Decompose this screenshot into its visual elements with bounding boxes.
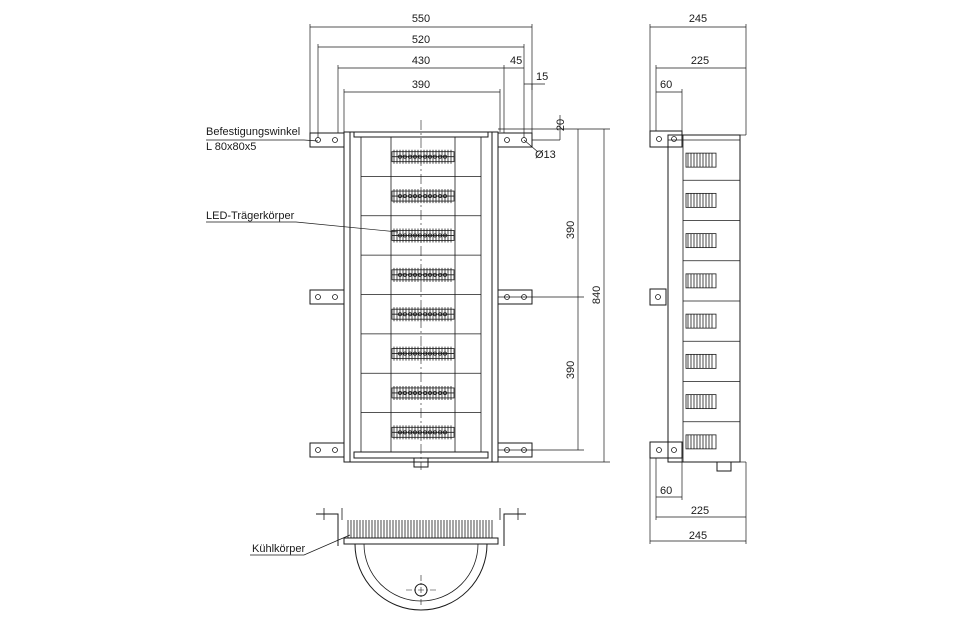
bottom-view-tab-right [503, 513, 526, 546]
led-carrier-row [391, 267, 455, 282]
dim-390-lower-label: 390 [565, 361, 577, 379]
side-bottom-connector [716, 461, 732, 472]
bracket-right-top [497, 132, 533, 148]
dim-15-label: 15 [536, 71, 548, 83]
heatsink-leader [250, 534, 351, 556]
side-led-row [685, 394, 717, 410]
side-dim-245-bottom: 245 [689, 530, 707, 542]
side-dim-60-bottom: 60 [660, 485, 672, 497]
side-frame [667, 134, 741, 463]
front-dimensions-right [498, 115, 610, 463]
front-dimensions-top [309, 24, 545, 138]
hole-diameter-label: Ø13 [535, 149, 556, 161]
side-dim-245-top: 245 [689, 13, 707, 25]
side-view: 245 225 60 60 225 245 [649, 13, 747, 544]
dim-20-label: 20 [555, 119, 567, 131]
dim-840-label: 840 [591, 286, 603, 304]
dim-390-upper-label: 390 [565, 221, 577, 239]
front-top-cap [353, 131, 489, 138]
bracket-label-line2: L 80x80x5 [206, 141, 256, 153]
side-dimensions-top [649, 24, 747, 136]
led-carrier-row [391, 425, 455, 440]
side-dim-225-bottom: 225 [691, 505, 709, 517]
side-dimensions-bottom [649, 458, 747, 544]
heatsink-fins [347, 520, 493, 538]
bracket-left-top [309, 132, 345, 148]
bracket-left-bottom [309, 442, 345, 458]
side-dim-60-top: 60 [660, 79, 672, 91]
led-carrier-row [391, 307, 455, 322]
side-bracket-top [649, 130, 683, 148]
side-led-row [685, 353, 717, 369]
dim-390-top-label: 390 [412, 79, 430, 91]
dim-430-label: 430 [412, 55, 430, 67]
side-led-row [685, 192, 717, 208]
bottom-view: Kühlkörper [250, 508, 526, 611]
side-dim-225-top: 225 [691, 55, 709, 67]
led-carrier-row [391, 228, 455, 243]
led-carrier-row [391, 189, 455, 204]
led-carrier-leader [206, 221, 399, 233]
led-carrier-rows [361, 149, 481, 440]
side-led-row [685, 434, 717, 450]
front-bottom-connector [413, 457, 429, 468]
side-led-row [685, 313, 717, 329]
side-led-rows [683, 152, 740, 450]
front-view: 550 520 430 390 45 15 390 390 840 20 Ø13… [206, 13, 610, 470]
bottom-view-tab-left [316, 513, 339, 546]
side-bracket-bottom [649, 441, 683, 459]
dim-550-label: 550 [412, 13, 430, 25]
housing-arc-outer [354, 543, 488, 611]
heatsink-label: Kühlkörper [252, 543, 306, 555]
dim-520-label: 520 [412, 34, 430, 46]
side-led-row [685, 273, 717, 289]
side-led-row [685, 233, 717, 249]
led-carrier-row [391, 149, 455, 164]
led-carrier-row [391, 346, 455, 361]
bracket-leader [206, 139, 319, 142]
led-carrier-label: LED-Trägerkörper [206, 210, 295, 222]
bracket-label-line1: Befestigungswinkel [206, 126, 300, 138]
bracket-left-middle [309, 289, 345, 305]
heatsink-base [343, 537, 499, 545]
side-led-row [685, 152, 717, 168]
side-bracket-middle [649, 288, 667, 306]
dim-45-label: 45 [510, 55, 522, 67]
led-carrier-row [391, 385, 455, 400]
